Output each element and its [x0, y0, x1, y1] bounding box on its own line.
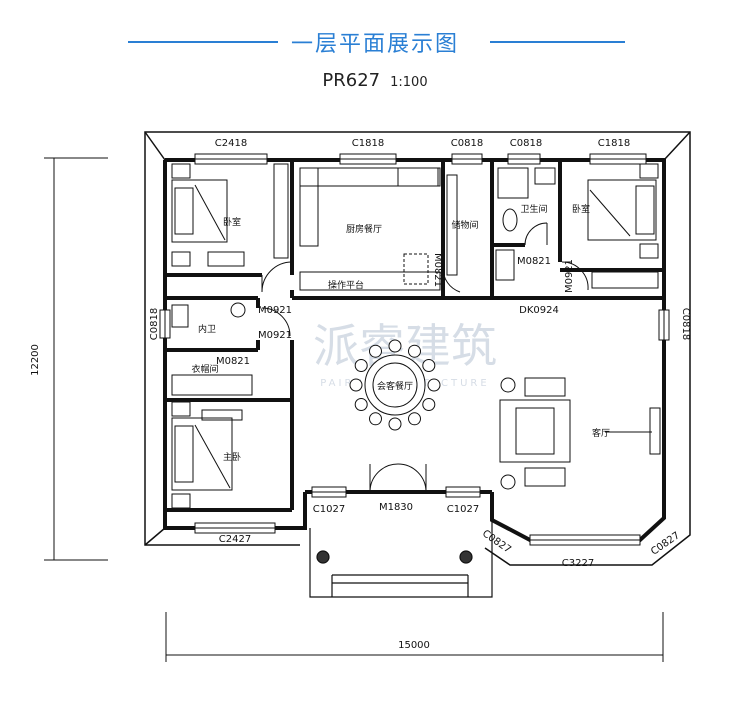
dim-depth-label: 12200	[30, 344, 41, 376]
window-label: C1818	[598, 138, 630, 149]
dimension-horizontal	[165, 612, 664, 662]
room-label: 操作平台	[328, 279, 364, 291]
dining-chair	[388, 417, 402, 431]
room-label: 卧室	[223, 216, 241, 228]
window-label: C0818	[510, 138, 542, 149]
dining-chairs	[349, 339, 441, 431]
title-right-rule	[490, 41, 625, 43]
title-block: 一层平面展示图	[0, 22, 750, 62]
window-label: C0827	[480, 528, 513, 556]
window-label: C1027	[447, 504, 479, 515]
furniture	[171, 163, 659, 509]
roof-outline	[144, 131, 691, 566]
door-label: M1830	[379, 502, 413, 513]
window-label: C0818	[149, 308, 160, 340]
room-label: 卧室	[572, 203, 590, 215]
dining-chair	[422, 359, 436, 372]
dining-table	[364, 354, 426, 416]
dining-chair	[354, 359, 368, 372]
room-label: 会客餐厅	[377, 380, 413, 392]
door-label: M0921	[564, 259, 575, 293]
page-title: 一层平面展示图	[290, 32, 459, 57]
door-label: M0821	[517, 256, 551, 267]
door-swings	[261, 222, 589, 493]
dining-chair	[369, 412, 382, 426]
window-label: C2427	[219, 534, 251, 545]
room-label: 厨房餐厅	[346, 223, 382, 235]
room-label: 内卫	[198, 323, 216, 335]
door-label: M0821	[432, 253, 443, 287]
plan-code: PR627	[322, 70, 381, 91]
dining-chair	[422, 398, 436, 411]
plan-scale: 1:100	[390, 75, 428, 90]
room-label: 主卧	[223, 451, 241, 463]
window-label: C0818	[680, 308, 691, 340]
living-room-furniture	[499, 377, 661, 490]
room-label: 卫生间	[520, 203, 547, 215]
door-label: DK0924	[519, 305, 559, 316]
dining-chair	[349, 378, 363, 392]
window-label: C1027	[313, 504, 345, 515]
door-label: M0921	[258, 330, 292, 341]
window-label: C0818	[451, 138, 483, 149]
dining-chair	[369, 344, 382, 358]
window-label: C3227	[562, 558, 594, 569]
windows	[159, 153, 670, 546]
plan-code-line: PR627 1:100	[0, 70, 750, 91]
porch	[309, 520, 493, 598]
door-label: M0921	[258, 305, 292, 316]
room-label: 客厅	[592, 427, 610, 439]
title-left-rule	[128, 41, 278, 43]
dining-chair	[388, 339, 402, 353]
dimension-vertical	[44, 157, 108, 561]
dining-chair	[427, 378, 441, 392]
window-label: C2418	[215, 138, 247, 149]
room-label: 储物间	[451, 219, 478, 231]
window-label: C1818	[352, 138, 384, 149]
dining-chair	[408, 412, 421, 426]
dining-chair	[354, 398, 368, 411]
dining-chair	[408, 344, 421, 358]
door-label: M0821	[216, 356, 250, 367]
dim-width-label: 15000	[398, 640, 430, 651]
room-label: 衣帽间	[191, 363, 218, 375]
